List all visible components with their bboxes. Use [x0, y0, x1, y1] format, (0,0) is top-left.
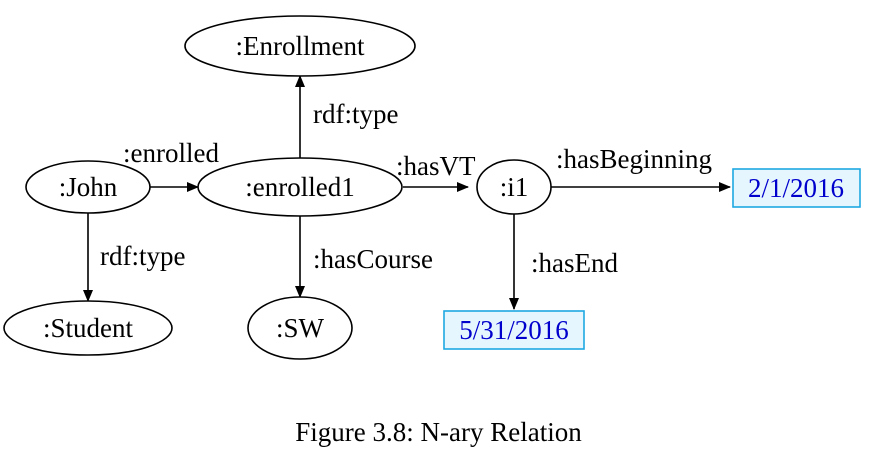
edge-hascourse-label: :hasCourse — [313, 244, 433, 274]
literal-beginning-box — [732, 168, 861, 208]
node-enrolled1-label: :enrolled1 — [245, 172, 354, 202]
edge-hasvt-label: :hasVT — [396, 151, 476, 181]
figure-caption: Figure 3.8: N-ary Relation — [295, 417, 582, 447]
rdf-graph-diagram: :Enrollment :John :enrolled1 :i1 :Studen… — [3, 15, 861, 360]
edge-type-enrollment-label: rdf:type — [313, 99, 398, 129]
edge-enrolled-label: :enrolled — [123, 138, 219, 168]
node-enrollment-label: :Enrollment — [236, 31, 365, 61]
node-i1 — [476, 159, 552, 215]
edge-hasbeginning-label: :hasBeginning — [556, 144, 712, 174]
node-student — [3, 300, 173, 356]
literal-end-value: 5/31/2016 — [459, 315, 569, 345]
node-john-label: :John — [59, 172, 118, 202]
literal-end-box — [443, 310, 585, 350]
node-i1-label: :i1 — [500, 172, 529, 202]
node-student-label: :Student — [43, 313, 134, 343]
edge-hasend-label: :hasEnd — [531, 248, 618, 278]
literal-beginning-value: 2/1/2016 — [748, 173, 844, 203]
node-sw-label: :SW — [276, 313, 325, 343]
edge-type-student-label: rdf:type — [100, 241, 185, 271]
node-sw — [247, 296, 353, 360]
node-enrollment — [184, 15, 416, 77]
node-john — [25, 160, 151, 214]
node-enrolled1 — [197, 157, 403, 217]
